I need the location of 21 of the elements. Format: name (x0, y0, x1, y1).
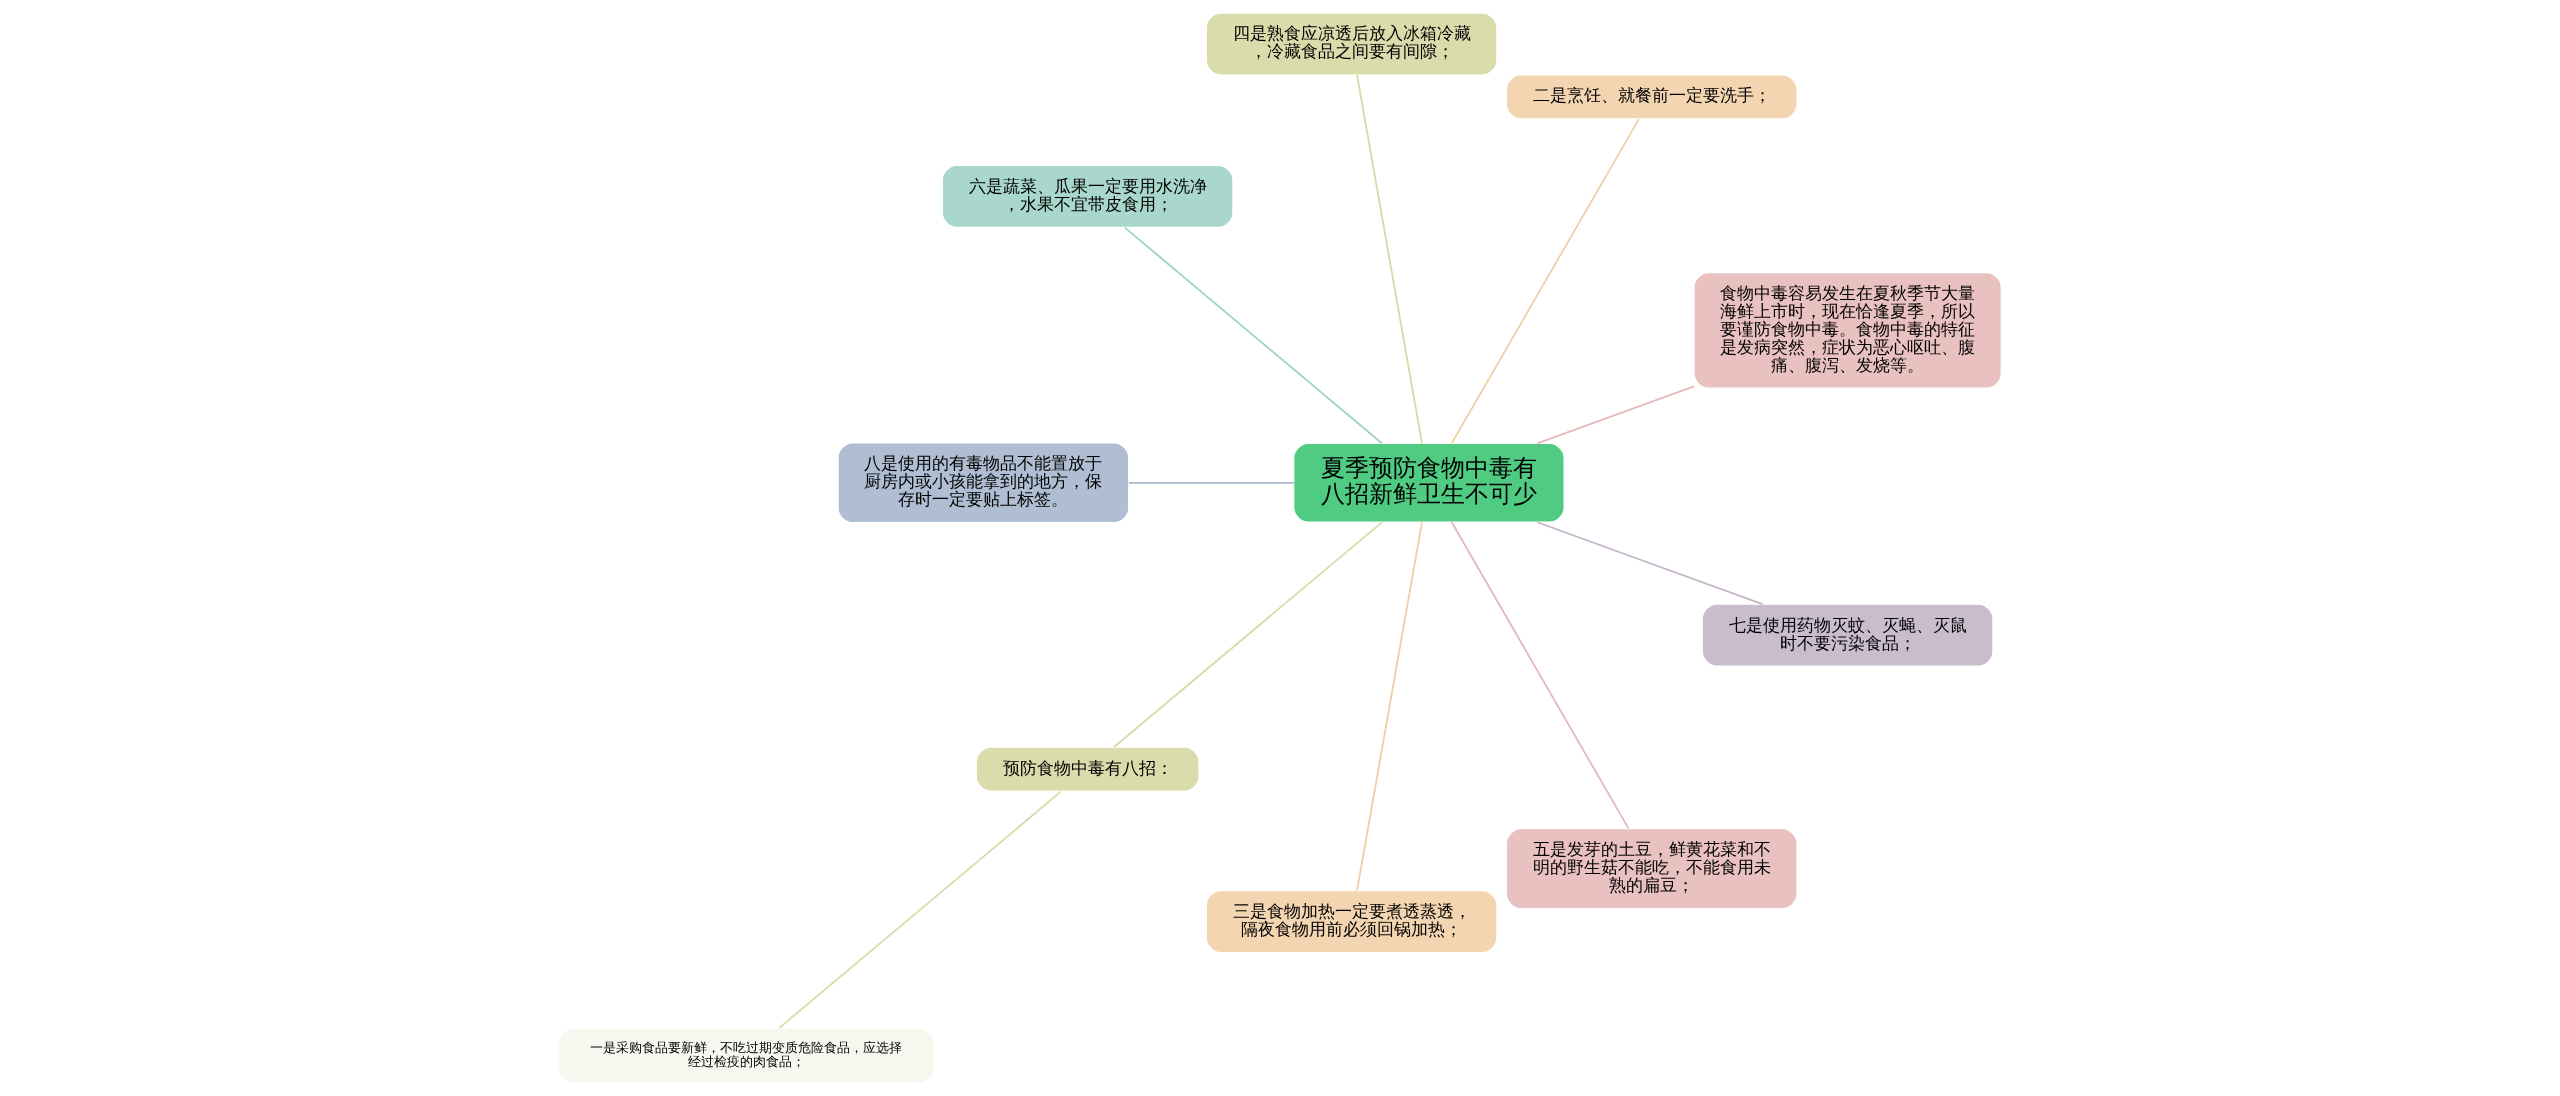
node-box: 夏季预防食物中毒有八招新鲜卫生不可少 (1293, 442, 1565, 523)
node-box: 七是使用药物灭蚊、灭蝇、灭鼠时不要污染食品； (1701, 603, 1994, 667)
connector (1536, 521, 1764, 606)
node-box: 八是使用的有毒物品不能置放于厨房内或小孩能拿到的地方，保存时一定要贴上标签。 (837, 442, 1130, 524)
connector (1356, 74, 1423, 445)
node-box: 食物中毒容易发生在夏秋季节大量海鲜上市时，现在恰逢夏季，所以要谨防食物中毒。食物中毒的特征是发病突然，症状为恶心呕吐、腹痛、腹泻、发烧等。 (1693, 272, 2002, 389)
node-box: 六是蔬菜、瓜果一定要用水洗净，水果不宜带皮食用； (941, 164, 1234, 228)
node-box: 二是烹饪、就餐前一定要洗手； (1505, 74, 1798, 120)
connector (1536, 385, 1695, 445)
connector (1113, 521, 1383, 748)
connector (1450, 118, 1640, 445)
connector (1450, 521, 1630, 830)
connector (778, 790, 1062, 1029)
connector (1356, 521, 1423, 892)
node-box: 预防食物中毒有八招： (975, 746, 1200, 792)
node-box: 五是发芽的土豆，鲜黄花菜和不明的野生菇不能吃，不能食用未熟的扁豆； (1505, 828, 1798, 910)
node-box: 一是采购食品要新鲜，不吃过期变质危险食品，应选择经过检疫的肉食品； (558, 1027, 935, 1084)
node-box: 三是食物加热一定要煮透蒸透，隔夜食物用前必须回锅加热； (1205, 890, 1498, 954)
connector (1128, 481, 1295, 484)
connector (1123, 226, 1383, 445)
node-box: 四是熟食应凉透后放入冰箱冷藏，冷藏食品之间要有间隙； (1205, 12, 1498, 76)
